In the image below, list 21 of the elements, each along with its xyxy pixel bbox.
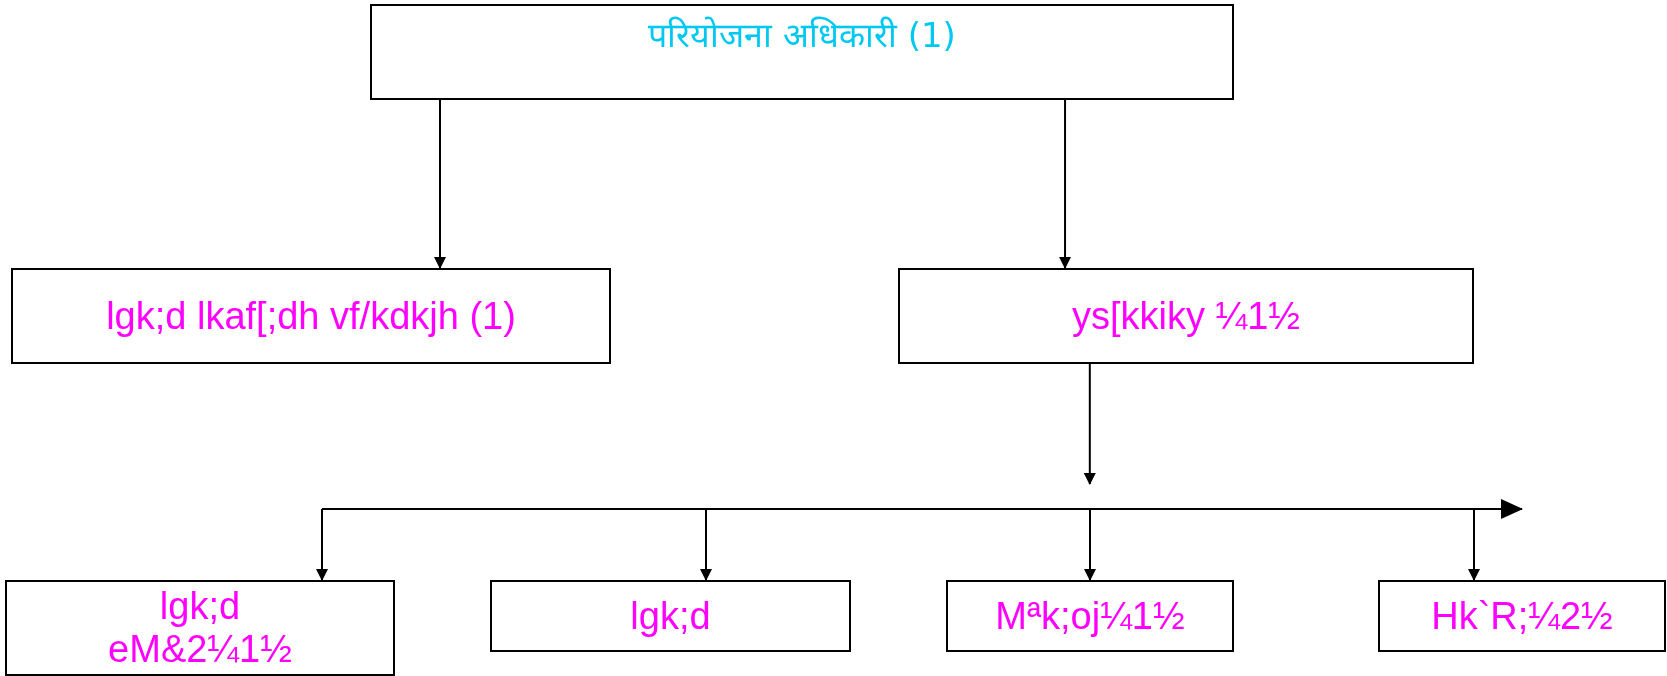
arrow [316, 508, 328, 581]
role-box [946, 580, 1234, 652]
role-box [1378, 580, 1666, 652]
role-box [490, 580, 851, 652]
role-label: Mªk;oj¼1½ [995, 594, 1185, 638]
title-box [370, 4, 1234, 100]
role-label: परियोजना अधिकारी (1) [648, 16, 956, 55]
role-label: ys[kkiky ¼1½ [1071, 294, 1301, 338]
arrow [1083, 363, 1096, 485]
role-box [11, 268, 611, 364]
role-label: Hk`R;¼2½ [1431, 594, 1613, 638]
arrow [434, 99, 446, 269]
arrow [1468, 508, 1480, 581]
role-box [5, 580, 395, 676]
role-box [898, 268, 1474, 364]
role-label: lgk;d eM&2¼1½ [107, 585, 293, 671]
arrow [1059, 99, 1072, 269]
arrow [1084, 508, 1096, 581]
role-label: lgk;d lkaf[;dh vf/kdkjh (1) [106, 294, 516, 338]
arrow [700, 508, 712, 581]
role-label: lgk;d [630, 594, 711, 638]
